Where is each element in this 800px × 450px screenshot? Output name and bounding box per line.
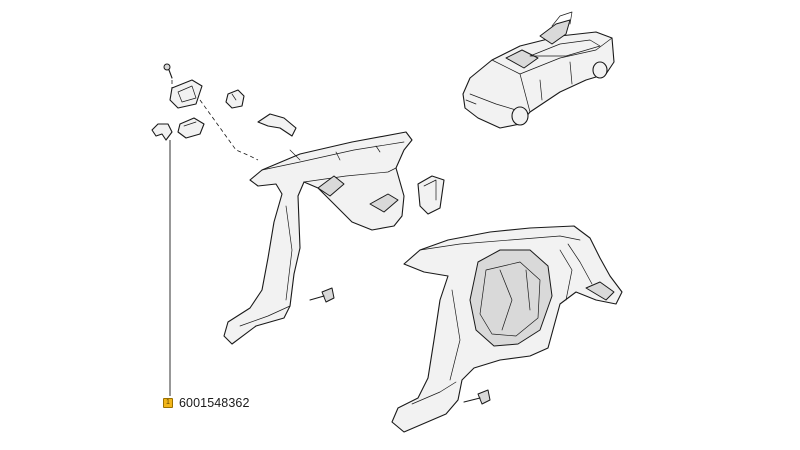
trim-strip — [257, 113, 297, 137]
part-number-label[interactable]: 6001548362 — [179, 396, 250, 410]
rubber-bumper — [225, 89, 245, 109]
retaining-clip — [177, 117, 205, 139]
bolt-lower — [463, 389, 491, 405]
rear-quarter-panel — [223, 131, 413, 345]
small-parts-group — [151, 63, 297, 161]
part-callout[interactable]: 1 6001548362 — [163, 396, 250, 410]
bolt-center — [309, 287, 335, 303]
car-thumbnail — [462, 11, 615, 129]
screw — [163, 63, 173, 79]
part-marker-icon[interactable]: 1 — [163, 398, 173, 408]
inner-rear-structure — [391, 225, 623, 433]
fuel-cap-housing — [169, 79, 203, 109]
clip-bracket — [151, 123, 173, 141]
fuel-filler-insert — [417, 175, 445, 215]
